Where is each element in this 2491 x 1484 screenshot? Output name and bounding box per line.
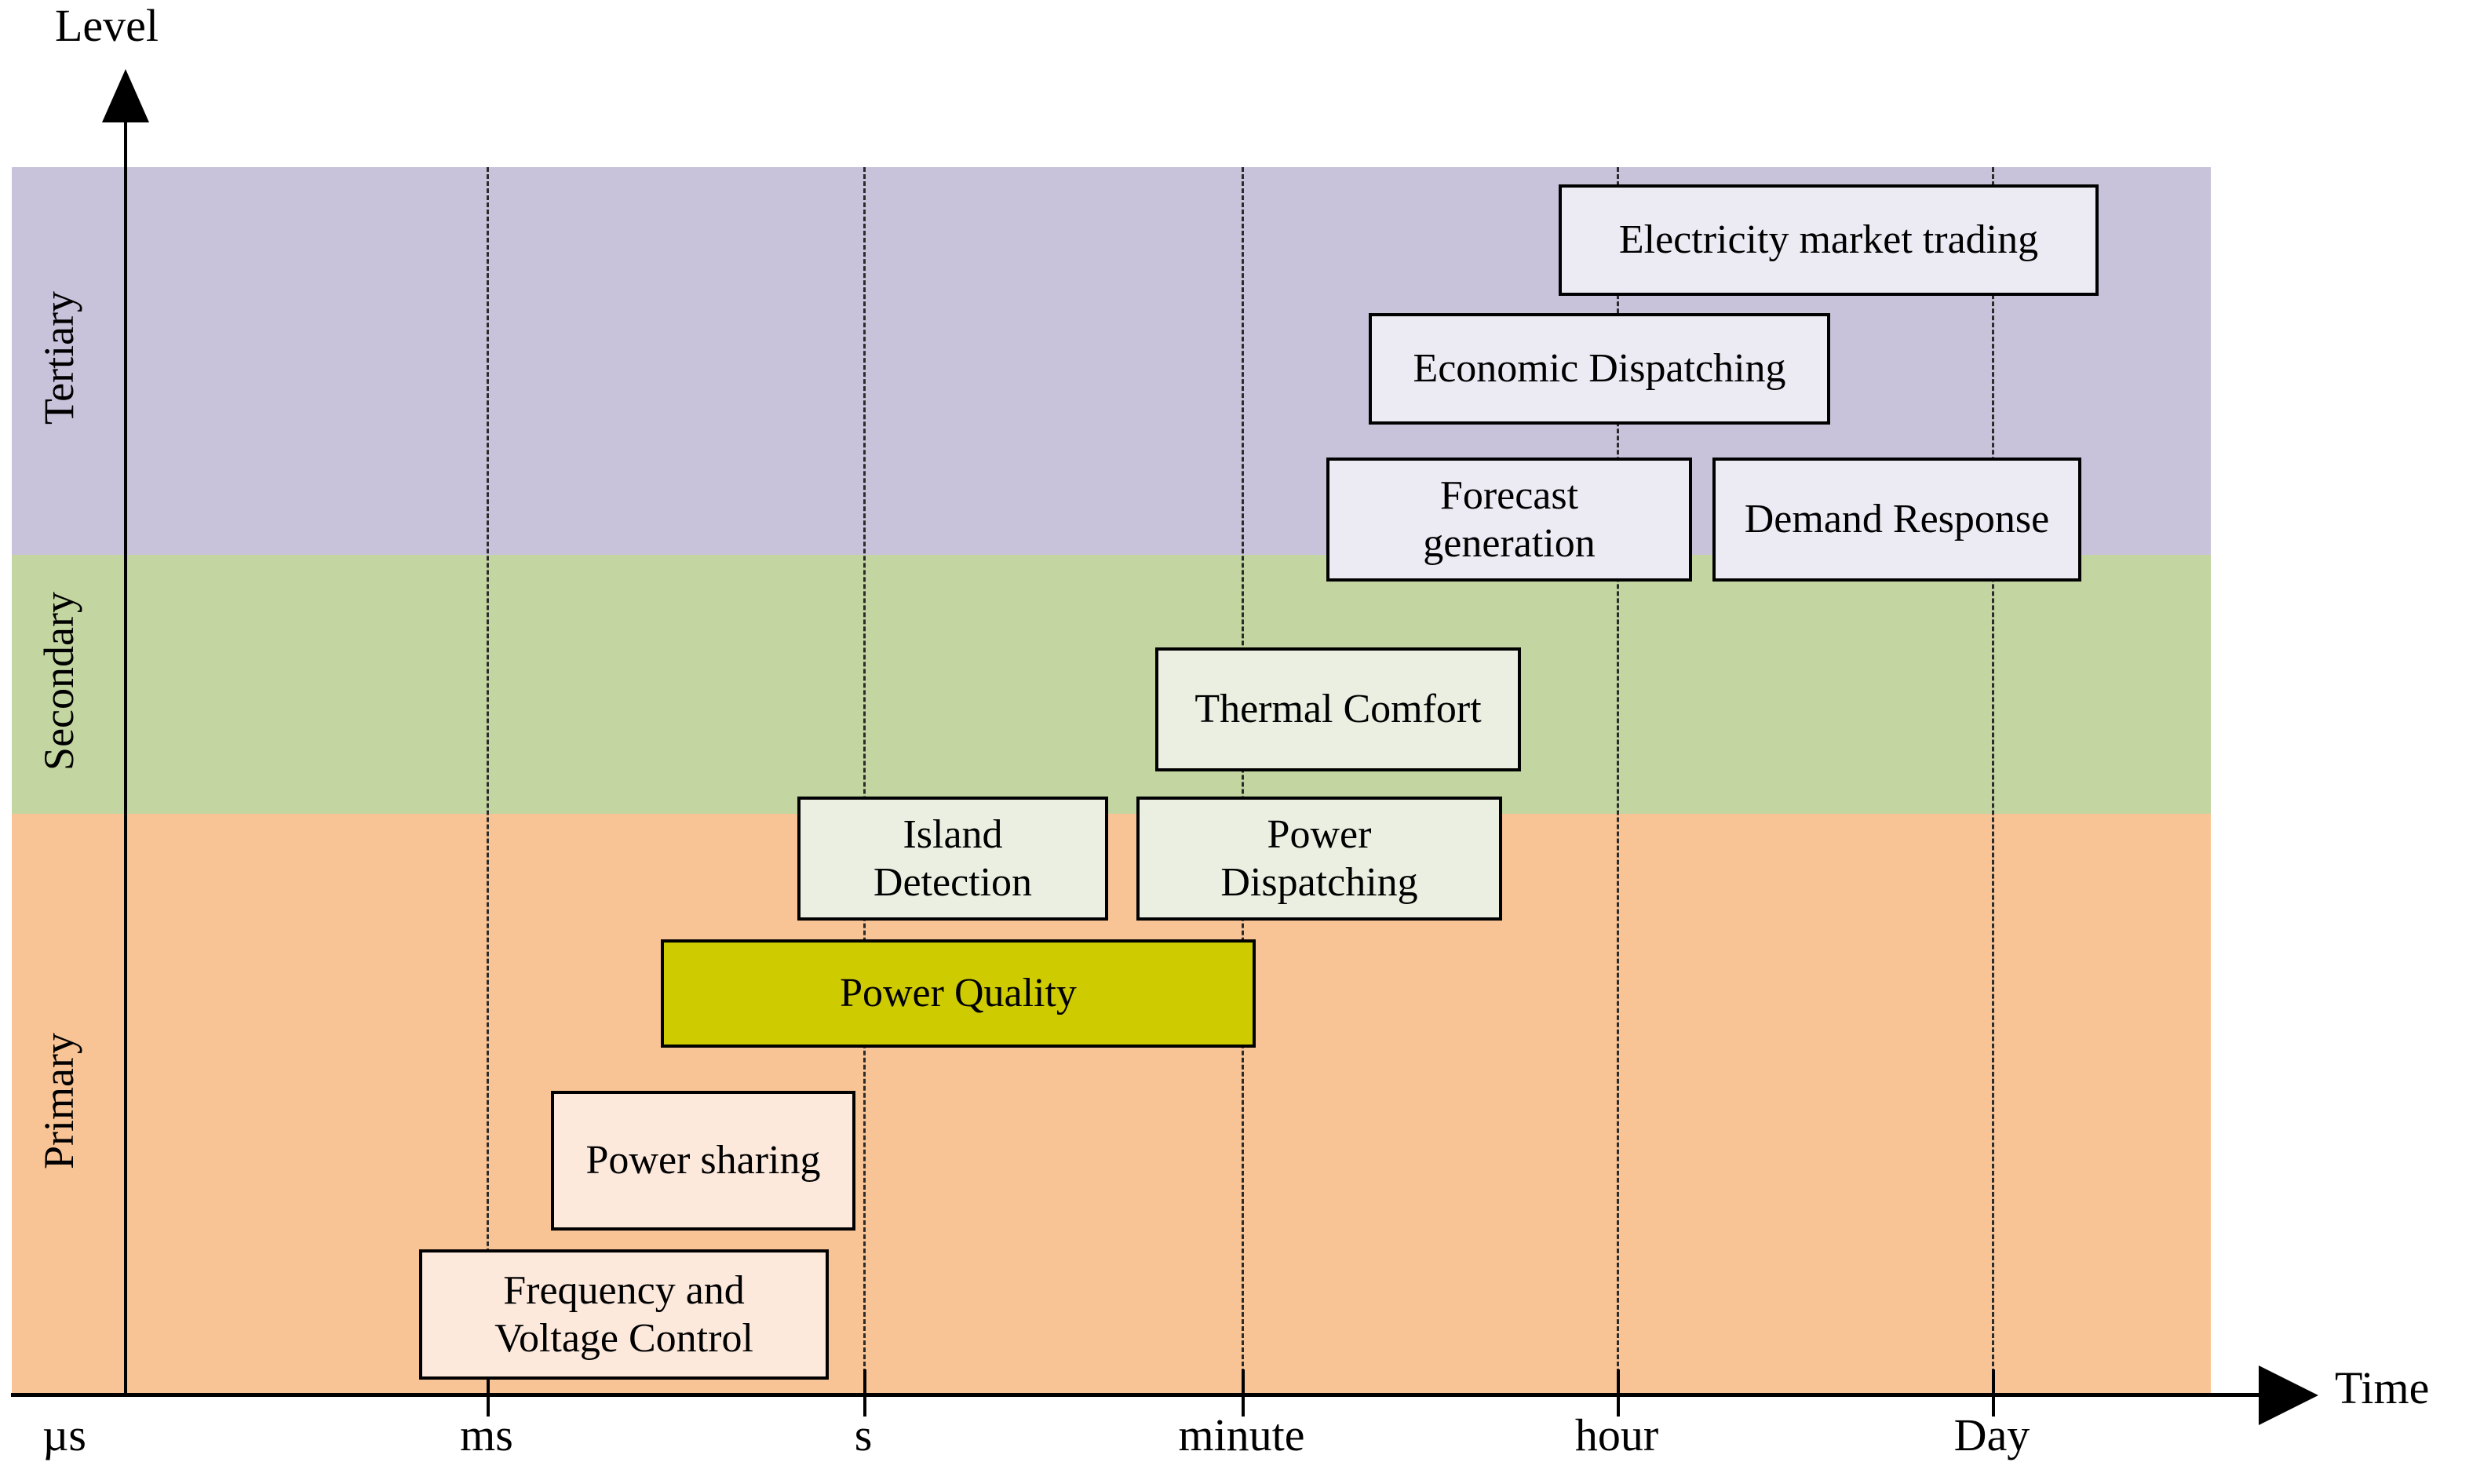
y-axis-line <box>124 102 127 1395</box>
x-tick-label-2: s <box>854 1409 873 1460</box>
x-tick-label-3: minute <box>1178 1409 1305 1460</box>
x-tick-label-1: ms <box>460 1409 513 1460</box>
band-primary <box>12 814 2211 1395</box>
band-label-tertiary: Tertiary <box>35 290 82 425</box>
gridline-4 <box>1992 167 1994 1395</box>
gridline-3 <box>1617 167 1619 1395</box>
node-box[interactable]: Power Quality <box>661 939 1256 1048</box>
gridline-2 <box>1242 167 1244 1395</box>
node-box[interactable]: Power Dispatching <box>1136 797 1502 921</box>
x-tick-label-0: µs <box>42 1409 86 1460</box>
band-label-primary: Primary <box>35 1033 82 1169</box>
band-label-secondary: Secondary <box>35 592 82 771</box>
node-box[interactable]: Electricity market trading <box>1559 184 2099 296</box>
x-tick-label-4: hour <box>1574 1409 1659 1460</box>
band-secondary <box>12 555 2211 814</box>
gridline-0 <box>487 167 489 1395</box>
x-axis-arrow-icon <box>2259 1365 2318 1425</box>
x-axis-line <box>11 1393 2263 1397</box>
x-axis-title: Time <box>2335 1362 2430 1413</box>
node-box[interactable]: Frequency and Voltage Control <box>419 1249 829 1380</box>
gridline-1 <box>863 167 866 1395</box>
x-tick-label-5: Day <box>1953 1409 2030 1460</box>
node-box[interactable]: Thermal Comfort <box>1155 647 1521 771</box>
node-box[interactable]: Island Detection <box>797 797 1108 921</box>
node-box[interactable]: Economic Dispatching <box>1369 313 1830 425</box>
node-box[interactable]: Power sharing <box>551 1091 855 1231</box>
node-box[interactable]: Forecast generation <box>1326 458 1692 582</box>
node-box[interactable]: Demand Response <box>1712 458 2081 582</box>
y-axis-title: Level <box>55 0 159 51</box>
y-axis-arrow-icon <box>102 69 149 122</box>
